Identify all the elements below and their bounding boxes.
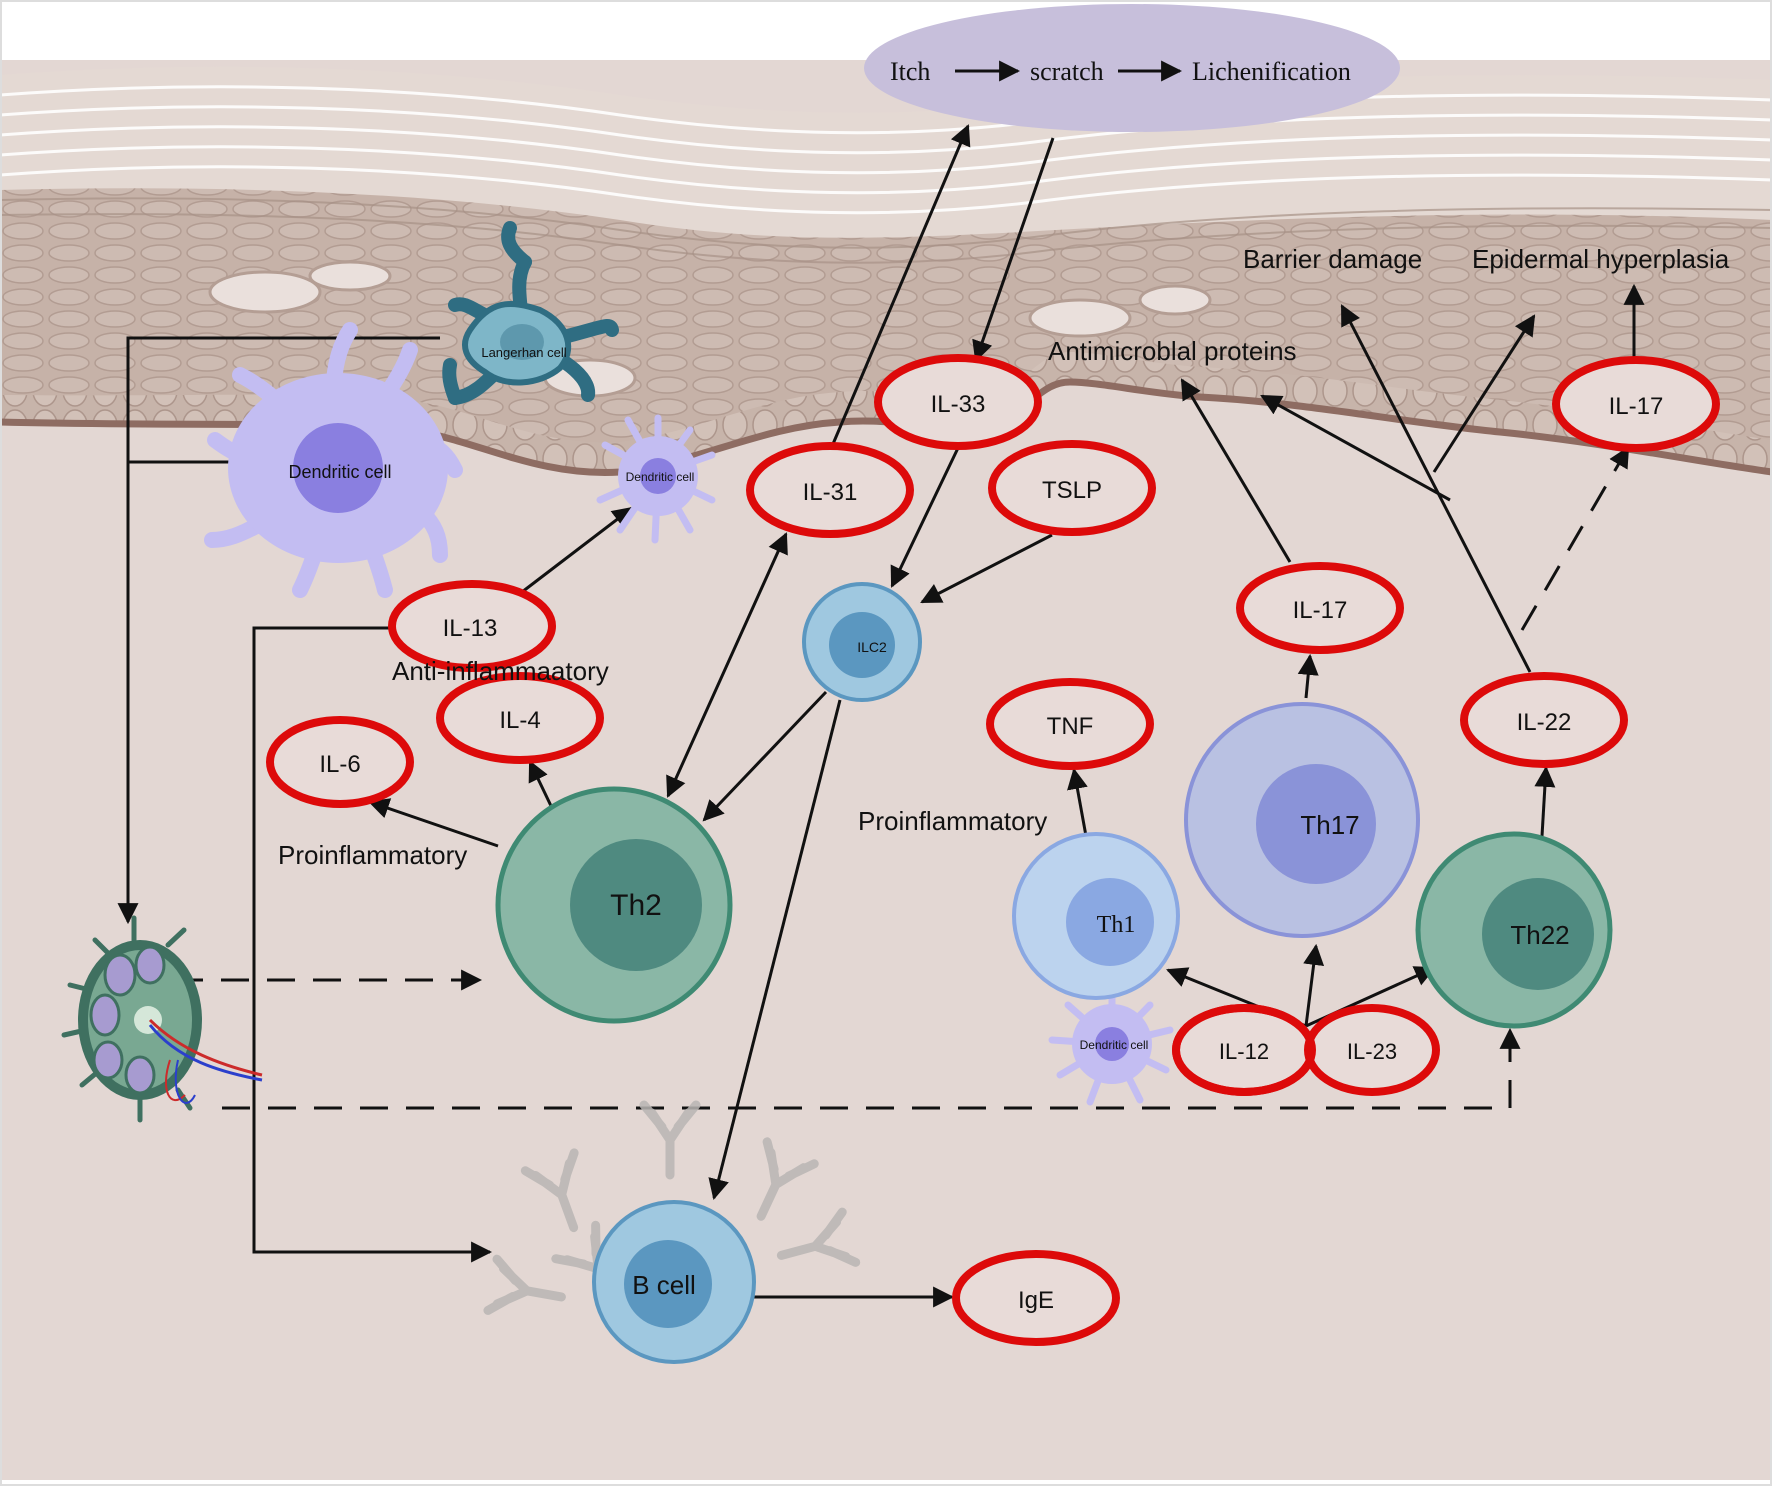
scratch-label: scratch <box>1030 57 1104 86</box>
itch-label: Itch <box>890 57 930 86</box>
langerhans-cell-label: Langerhan cell <box>481 345 566 360</box>
il17-mid-label: IL-17 <box>1293 597 1348 624</box>
th17-label: Th17 <box>1300 810 1359 840</box>
epidermal-hyperplasia-label: Epidermal hyperplasia <box>1472 244 1730 274</box>
ilc2-cell: ILC2 <box>802 582 922 702</box>
cytokine-il23: IL-23 <box>1172 1004 1440 1096</box>
cytokine-il6: IL-6 <box>266 716 414 808</box>
ilc2-label: ILC2 <box>857 639 887 655</box>
dendritic-cell-small: Dendritic cell <box>596 414 716 544</box>
il6-label: IL-6 <box>319 751 360 778</box>
proinflammatory-th2-label: Proinflammatory <box>278 840 467 870</box>
th17-cell: Th17 <box>1184 702 1420 938</box>
il17-top-label: IL-17 <box>1609 393 1664 420</box>
il33-label: IL-33 <box>931 391 986 418</box>
th1-cell: Th1 <box>1012 832 1180 1000</box>
cytokine-il22: IL-22 <box>1460 672 1628 768</box>
il22-label: IL-22 <box>1517 709 1572 736</box>
b-cell-label: B cell <box>632 1270 696 1300</box>
th2-label: Th2 <box>610 889 662 922</box>
tslp-label: TSLP <box>1042 477 1102 504</box>
cytokine-il4: IL-4 <box>436 672 604 764</box>
lichenification-label: Lichenification <box>1192 57 1351 86</box>
th22-cell: Th22 <box>1415 831 1613 1029</box>
cytokine-il31: IL-31 <box>746 442 914 538</box>
cytokine-tnf: TNF <box>986 678 1154 770</box>
dendritic-cell-large: Dendritic cell <box>204 322 463 598</box>
il31-label: IL-31 <box>803 479 858 506</box>
il13-label: IL-13 <box>443 615 498 642</box>
lymph-node-icon <box>61 915 263 1123</box>
dendritic-cell-th1-label: Dendritic cell <box>1080 1038 1149 1052</box>
il12-label: IL-12 <box>1219 1039 1269 1064</box>
ige-label: IgE <box>1018 1287 1054 1314</box>
th2-cell: Th2 <box>495 786 733 1024</box>
dendritic-cell-small-label: Dendritic cell <box>626 470 695 484</box>
anti-inflammatory-label: Anti-inflammaatory <box>392 656 609 686</box>
cytokine-ige: IgE <box>952 1250 1120 1346</box>
barrier-damage-label: Barrier damage <box>1243 244 1422 274</box>
dendritic-cell-th1: Dendritic cell <box>1048 986 1174 1106</box>
tnf-label: TNF <box>1047 713 1094 740</box>
b-cell: B cell <box>592 1200 756 1364</box>
il4-label: IL-4 <box>499 707 540 734</box>
antimicrobial-proteins-label: Antimicroblal proteins <box>1048 336 1297 366</box>
itch-scratch-lichenification: Itch scratch Lichenification <box>864 4 1400 132</box>
th1-label: Th1 <box>1097 912 1136 938</box>
cytokine-il17-mid: IL-17 <box>1236 562 1404 654</box>
il23-label: IL-23 <box>1347 1039 1397 1064</box>
proinflammatory-th1-label: Proinflammatory <box>858 806 1047 836</box>
cytokine-il33: IL-33 <box>874 354 1042 450</box>
langerhans-cell: Langerhan cell <box>442 221 619 405</box>
dendritic-cell-large-label: Dendritic cell <box>288 462 391 482</box>
cytokines: IL-33 IL-31 TSLP IL-13 IL-4 IL-6 <box>266 354 1720 1346</box>
cytokine-il13: IL-13 <box>388 580 556 672</box>
pathway-arrows <box>117 124 1645 1308</box>
cytokine-tslp: TSLP <box>988 440 1156 536</box>
th22-label: Th22 <box>1510 920 1569 950</box>
cytokine-il17-top: IL-17 <box>1552 356 1720 452</box>
